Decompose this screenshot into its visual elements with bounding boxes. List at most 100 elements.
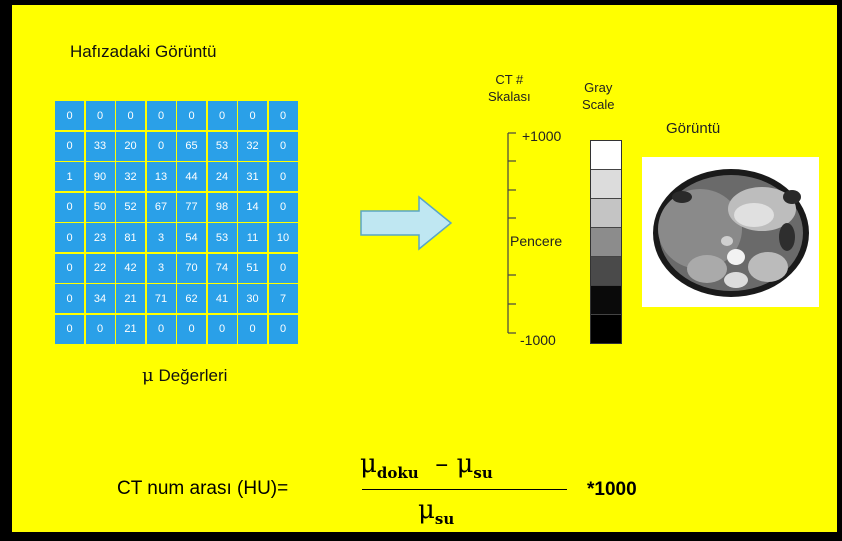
matrix-cell: 44 [177, 162, 206, 191]
matrix-cell: 0 [146, 314, 176, 344]
matrix-cell: 34 [85, 284, 115, 313]
matrix-cell: 0 [268, 162, 298, 191]
matrix-cell: 0 [146, 101, 176, 130]
matrix-cell: 77 [177, 192, 206, 222]
gray-level-swatch [591, 170, 621, 199]
ct-scale-max-label: +1000 [522, 128, 562, 144]
matrix-cell: 14 [238, 192, 267, 222]
matrix-cell: 0 [55, 223, 84, 252]
matrix-cell: 0 [85, 101, 115, 130]
matrix-cell: 0 [238, 314, 267, 344]
formula-left-side: CT num arası (HU)= [117, 478, 289, 499]
mu-symbol: μ [142, 365, 154, 386]
ct-scale-min-label: -1000 [520, 332, 556, 348]
matrix-cell: 23 [85, 223, 115, 252]
matrix-cell: 11 [238, 223, 267, 252]
matrix-cell: 24 [207, 162, 237, 191]
gray-level-swatch [591, 228, 621, 257]
minus-sign: – [435, 449, 449, 479]
matrix-cell: 0 [177, 101, 206, 130]
ct-scan-image [642, 157, 819, 307]
matrix-cell: 13 [146, 162, 176, 191]
matrix-cell: 0 [207, 314, 237, 344]
window-label: Pencere [509, 233, 564, 249]
matrix-cell: 65 [177, 131, 206, 161]
matrix-cell: 0 [268, 192, 298, 222]
gray-level-swatch [591, 199, 621, 228]
matrix-cell: 33 [85, 131, 115, 161]
matrix-cell: 54 [177, 223, 206, 252]
gray-level-swatch [591, 315, 621, 343]
matrix-cell: 67 [146, 192, 176, 222]
water-subscript: su [473, 464, 493, 483]
mu-values-text: Değerleri [158, 366, 228, 385]
memory-image-title: Hafızadaki Görüntü [70, 42, 217, 61]
matrix-cell: 3 [146, 223, 176, 252]
matrix-cell: 52 [116, 192, 145, 222]
matrix-cell: 53 [207, 131, 237, 161]
matrix-cell: 7 [268, 284, 298, 313]
ct-number-formula: CT num arası (HU)= μdoku – μsu μsu *1000 [117, 445, 677, 535]
matrix-cell: 30 [238, 284, 267, 313]
water-subscript: su [434, 510, 455, 529]
mu-symbol: μ [360, 449, 377, 479]
matrix-cell: 22 [85, 253, 115, 283]
formula-multiplier: *1000 [587, 479, 637, 500]
ct-scale-heading: CT # Skalası [488, 71, 531, 105]
mu-symbol: μ [418, 495, 435, 525]
matrix-cell: 20 [116, 131, 145, 161]
matrix-cell: 53 [207, 223, 237, 252]
matrix-cell: 0 [268, 253, 298, 283]
gray-scale-heading: Gray Scale [582, 79, 615, 113]
matrix-cell: 0 [177, 314, 206, 344]
matrix-cell: 81 [116, 223, 145, 252]
gray-scale-heading-line2: Scale [582, 97, 615, 112]
matrix-cell: 0 [55, 131, 84, 161]
right-arrow-icon [360, 195, 453, 251]
matrix-cell: 0 [146, 131, 176, 161]
tissue-subscript: doku [376, 464, 419, 483]
matrix-cell: 98 [207, 192, 237, 222]
matrix-cell: 90 [85, 162, 115, 191]
image-label: Görüntü [666, 120, 721, 137]
ct-scale-heading-line1: CT # [495, 72, 524, 87]
gray-level-swatch [591, 286, 621, 315]
matrix-cell: 32 [238, 131, 267, 161]
matrix-cell: 31 [238, 162, 267, 191]
formula-denominator: μsu [418, 495, 454, 528]
matrix-cell: 41 [207, 284, 237, 313]
gray-scale-heading-line1: Gray [584, 80, 613, 95]
matrix-cell: 50 [85, 192, 115, 222]
gray-level-swatch [591, 257, 621, 286]
matrix-cell: 51 [238, 253, 267, 283]
matrix-cell: 74 [207, 253, 237, 283]
matrix-cell: 0 [55, 284, 84, 313]
matrix-cell: 3 [146, 253, 176, 283]
gray-level-swatch [591, 141, 621, 170]
matrix-cell: 0 [85, 314, 115, 344]
gray-scale-bar [590, 140, 622, 344]
ct-number-scale-axis [507, 132, 516, 334]
matrix-cell: 10 [268, 223, 298, 252]
matrix-cell: 0 [116, 101, 145, 130]
matrix-cell: 0 [238, 101, 267, 130]
fraction-bar [362, 489, 567, 490]
matrix-cell: 0 [207, 101, 237, 130]
matrix-cell: 62 [177, 284, 206, 313]
matrix-cell: 0 [55, 314, 84, 344]
formula-numerator: μdoku – μsu [360, 449, 493, 482]
matrix-cell: 0 [55, 101, 84, 130]
matrix-cell: 21 [116, 284, 145, 313]
matrix-cell: 71 [146, 284, 176, 313]
matrix-cell: 70 [177, 253, 206, 283]
matrix-cell: 0 [268, 101, 298, 130]
matrix-cell: 21 [116, 314, 145, 344]
matrix-cell: 32 [116, 162, 145, 191]
matrix-cell: 0 [268, 131, 298, 161]
ct-scale-heading-line2: Skalası [488, 89, 531, 104]
mu-symbol: μ [456, 449, 474, 479]
matrix-cell: 1 [55, 162, 84, 191]
matrix-cell: 42 [116, 253, 145, 283]
